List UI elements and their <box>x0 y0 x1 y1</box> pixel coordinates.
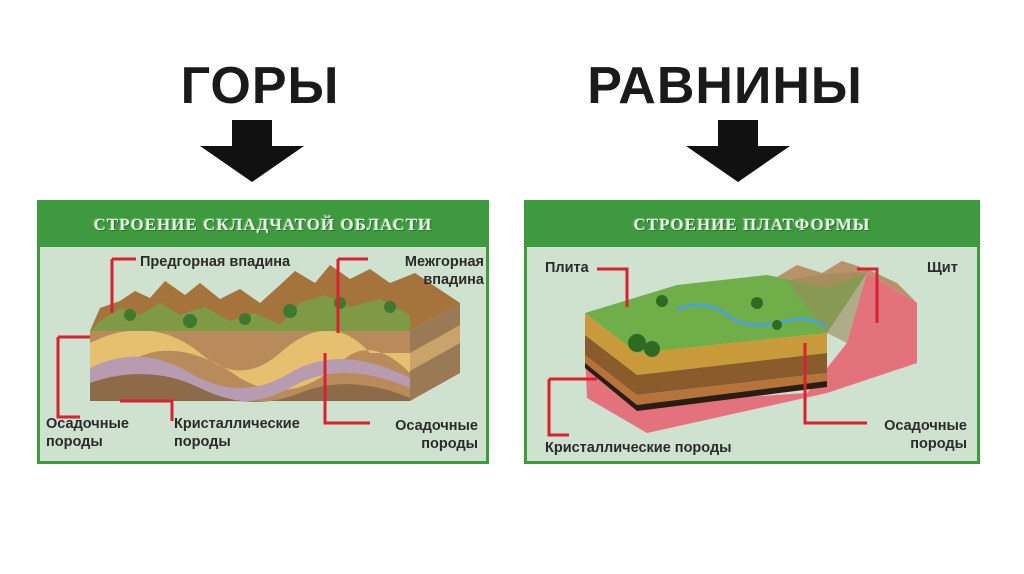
label-sedimentary: Осадочные породы <box>884 418 967 452</box>
panel-header-text: СТРОЕНИЕ СКЛАДЧАТОЙ ОБЛАСТИ <box>93 215 433 234</box>
platform-diagram: СТРОЕНИЕ ПЛАТФОРМЫ Плита Щит Кристалличе… <box>524 200 980 464</box>
label-shield: Щит <box>927 260 958 276</box>
fold-region-diagram: СТРОЕНИЕ СКЛАДЧАТОЙ ОБЛАСТИ Предгорная в… <box>37 200 489 464</box>
panel-header: СТРОЕНИЕ ПЛАТФОРМЫ <box>527 203 977 247</box>
fold-block-illustration <box>56 257 460 425</box>
panel-header-text: СТРОЕНИЕ ПЛАТФОРМЫ <box>633 215 871 234</box>
title-plains: РАВНИНЫ <box>587 57 863 115</box>
label-intermountain-depression: Межгорная впадина <box>404 254 484 288</box>
arrow-down-icon <box>200 120 304 182</box>
label-crystalline-left: Кристаллические породы <box>174 416 300 450</box>
label-crystalline: Кристаллические породы <box>545 440 732 456</box>
label-plate: Плита <box>545 260 589 276</box>
platform-block-illustration <box>547 261 917 437</box>
label-sedimentary-left: Осадочные породы <box>46 416 129 450</box>
panel-header: СТРОЕНИЕ СКЛАДЧАТОЙ ОБЛАСТИ <box>40 203 486 247</box>
title-mountains: ГОРЫ <box>180 57 340 115</box>
label-sedimentary-right: Осадочные породы <box>395 418 478 452</box>
arrow-down-icon <box>686 120 790 182</box>
label-foothill-depression: Предгорная впадина <box>140 254 291 270</box>
